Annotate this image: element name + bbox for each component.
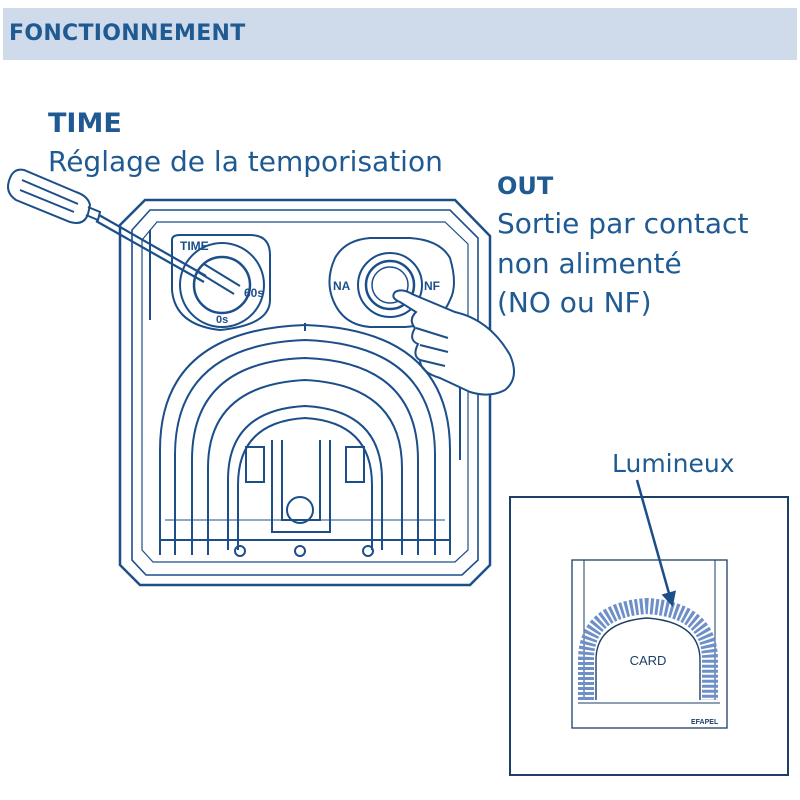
time-knob[interactable]: TIME 60s 0s [171,234,271,332]
out-line-1: Sortie par contact [497,207,749,240]
card-panel [509,496,789,776]
out-pushbutton[interactable]: NA NF [328,237,455,328]
screwdriver-icon [7,168,207,283]
card-faceplate: CARD EFAPEL [571,559,728,729]
time-title: TIME [48,108,122,139]
glow-ring [578,597,718,700]
time-description: Réglage de la temporisation [48,145,443,178]
knob-label: TIME [180,239,209,253]
page-title: FONCTIONNEMENT [9,21,246,46]
out-title: OUT [497,172,554,200]
button-left-label: NA [333,279,351,293]
knob-min-label: 0s [216,314,228,326]
out-line-2: non alimenté [497,247,682,280]
callout-arrow [635,479,676,607]
knob-slot-icon [197,263,241,295]
card-label: CARD [630,653,667,668]
knob-max-label: 60s [244,286,264,300]
brand-logo: EFAPEL [691,719,719,726]
out-line-3: (NO ou NF) [497,286,652,319]
header-bar [3,8,797,60]
button-right-label: NF [424,279,440,293]
lumineux-callout: Lumineux [612,449,735,478]
card-slot [159,323,451,557]
device-body [118,198,492,587]
